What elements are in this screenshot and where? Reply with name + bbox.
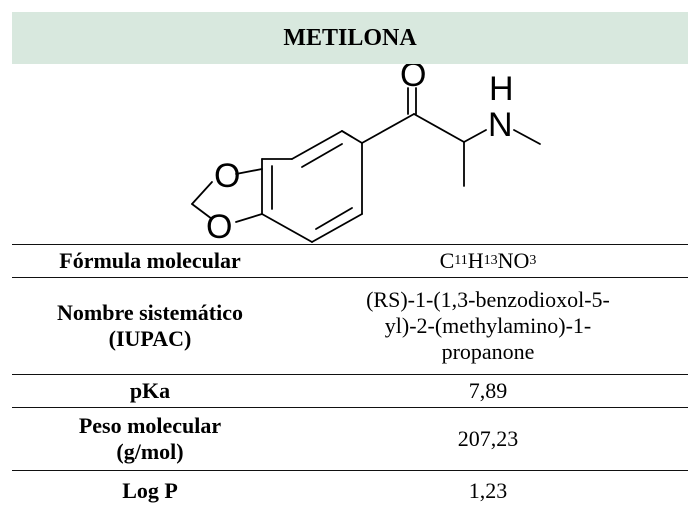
value-log-p: 1,23 [468, 478, 508, 503]
label-log-p: Log P [122, 478, 178, 503]
bond [341, 130, 363, 144]
properties-table: METILONA [12, 12, 688, 511]
table-title-row: METILONA [12, 12, 688, 64]
molecule-structure: O H N O O [191, 64, 541, 244]
formula-sub: 11 [454, 253, 468, 268]
atom-h: H [489, 70, 514, 108]
bond [261, 213, 313, 243]
formula-sub: 3 [529, 253, 537, 268]
bond [513, 129, 541, 145]
formula-sub: 13 [483, 253, 498, 268]
bond [413, 113, 465, 143]
bond [361, 113, 415, 144]
atom-o-ring-2: O [206, 208, 232, 244]
bond [191, 181, 213, 205]
bond [235, 213, 263, 223]
value-pka: 7,89 [468, 378, 508, 403]
structure-row: O H N O O [12, 64, 688, 244]
formula-part: NO [497, 248, 530, 273]
row-iupac-name: Nombre sistemático (IUPAC) (RS)-1-(1,3-b… [12, 277, 688, 374]
row-log-p: Log P 1,23 [12, 470, 688, 511]
atom-o-carbonyl: O [400, 64, 426, 94]
label-molecular-weight: Peso molecular (g/mol) [78, 413, 222, 464]
bond [235, 168, 263, 175]
formula-part: H [467, 248, 484, 273]
bond [301, 143, 343, 168]
label-iupac-name: Nombre sistemático (IUPAC) [57, 300, 243, 351]
label-molecular-formula: Fórmula molecular [59, 248, 241, 273]
value-molecular-weight: 207,23 [457, 426, 519, 451]
atom-n: N [488, 106, 513, 144]
bond [291, 130, 343, 160]
row-molecular-weight: Peso molecular (g/mol) 207,23 [12, 407, 688, 470]
table-title: METILONA [283, 24, 417, 51]
bond [191, 203, 213, 220]
row-pka: pKa 7,89 [12, 374, 688, 407]
label-pka: pKa [129, 378, 171, 403]
bond [311, 213, 363, 243]
value-iupac-name: (RS)-1-(1,3-benzodioxol-5- yl)-2-(methyl… [366, 287, 610, 364]
atom-o-ring-1: O [214, 157, 240, 195]
bond [463, 129, 487, 143]
formula-part: C [439, 248, 455, 273]
bond [315, 207, 353, 230]
